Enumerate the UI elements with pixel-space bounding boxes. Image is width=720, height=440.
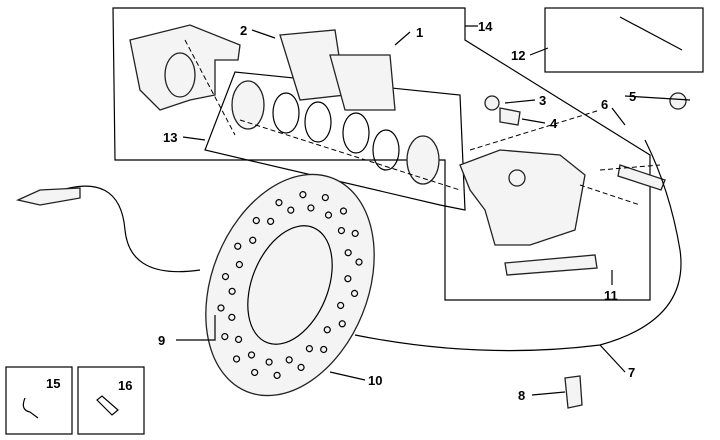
disc-hole [285, 356, 293, 364]
callout-6: 6 [601, 97, 608, 112]
disc-hole [350, 289, 359, 298]
disc-hole [265, 358, 273, 366]
disc-hole [234, 242, 242, 250]
callout-9: 9 [158, 333, 165, 348]
box-16 [77, 366, 145, 435]
disc-hole [344, 249, 352, 257]
callout-4: 4 [550, 116, 558, 131]
pistons-seals [231, 80, 440, 185]
leader-lines [176, 25, 691, 396]
disc-hole [323, 326, 331, 334]
disc-hole [305, 345, 313, 353]
disc-hole [228, 313, 236, 321]
bleeder-screw [499, 107, 521, 126]
disc-hole [287, 206, 295, 214]
assembly-lines [184, 39, 661, 206]
clip-8 [564, 375, 583, 409]
disc-hole [321, 193, 329, 202]
hose-banjo [15, 187, 81, 206]
pad-pin [619, 16, 683, 51]
bolt-11 [504, 254, 598, 276]
clip-15 [22, 397, 39, 419]
disc-hole [338, 320, 346, 328]
callout-2: 2 [240, 23, 247, 38]
brake-hose [54, 139, 682, 352]
disc-hole [337, 226, 346, 235]
callout-3: 3 [539, 93, 546, 108]
callout-1: 1 [416, 25, 423, 40]
disc-hole [221, 272, 230, 281]
callout-10: 10 [368, 373, 382, 388]
brake-disc [205, 173, 375, 397]
disc-hole [217, 304, 225, 312]
callout-12: 12 [511, 48, 525, 63]
brake-pad-right [329, 54, 396, 111]
disc-hole [320, 345, 328, 354]
callout-13: 13 [163, 130, 177, 145]
disc-hole [273, 371, 281, 379]
disc-hole [228, 287, 236, 295]
disc-hole [249, 236, 257, 244]
disc-hole [297, 363, 305, 371]
disc-hole [235, 260, 243, 269]
disc-hole [324, 211, 333, 219]
group-12-box [544, 7, 704, 73]
disc-hole [267, 217, 275, 225]
disc-hole [252, 216, 260, 225]
bolt-caliper [617, 164, 666, 191]
callout-14: 14 [478, 19, 493, 34]
callout-11: 11 [604, 288, 618, 303]
box-15 [5, 366, 73, 435]
group-14-outline [112, 7, 651, 301]
bleed-hole [508, 169, 526, 187]
piston-kit-outline [204, 71, 466, 211]
disc-hole [307, 204, 315, 212]
disc-hole [234, 335, 243, 344]
callout-7: 7 [628, 365, 635, 380]
disc-hole [247, 351, 256, 359]
callout-16: 16 [118, 378, 132, 393]
callout-5: 5 [629, 89, 636, 104]
disc-hole [299, 191, 307, 199]
disc-hole [337, 301, 345, 310]
clip-16 [96, 395, 119, 416]
bleeder-cap [484, 95, 500, 111]
disc-hole [344, 275, 352, 283]
disc-hole [339, 207, 348, 215]
disc-hole [232, 355, 241, 363]
disc-hole [251, 368, 259, 377]
caliper-bore [164, 52, 196, 98]
caliper-half-right [459, 149, 586, 246]
callout-15: 15 [46, 376, 60, 391]
callout-8: 8 [518, 388, 525, 403]
disc-hole [221, 332, 229, 341]
disc-hole [355, 258, 363, 266]
banjo-bolt [669, 92, 687, 110]
disc-hole [275, 199, 283, 207]
disc-hole [351, 229, 359, 238]
